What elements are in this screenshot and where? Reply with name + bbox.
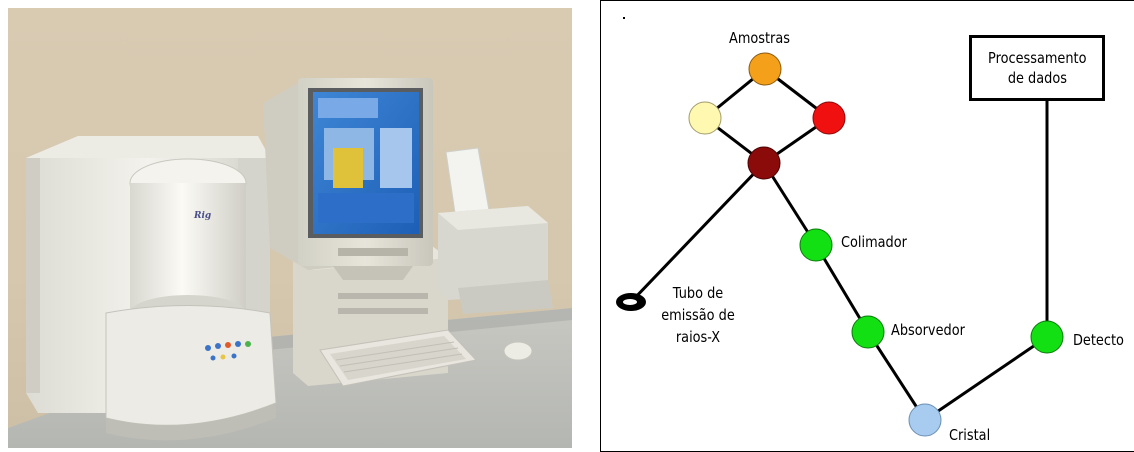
node-cristal (908, 403, 942, 437)
label-amostras: Amostras (729, 29, 790, 47)
label-colimador: Colimador (841, 233, 907, 251)
brand-logo: Rig (193, 211, 211, 221)
label-tubo: Tubo de emissão de raios-X (655, 282, 741, 348)
node-absorvedor (851, 315, 885, 349)
xrf-spectrometer-photo: Rig (8, 8, 572, 448)
keyboard (319, 329, 477, 387)
line-detector (924, 335, 1048, 422)
printer (438, 147, 553, 314)
label-tubo-line3: raios-X (675, 328, 721, 346)
line-crystal (866, 331, 927, 421)
spectrometer-unit: Rig (26, 136, 277, 441)
processing-line1: Processamento (987, 49, 1087, 67)
label-tubo-line1: Tubo de (672, 284, 724, 302)
schematic-lines (616, 52, 1064, 437)
processing-line2: de dados (1007, 69, 1067, 87)
label-absorvedor: Absorvedor (891, 321, 965, 339)
speck-dot (623, 17, 625, 19)
processing-box: Processamento de dados (969, 35, 1105, 101)
label-detector: Detecto (1073, 331, 1124, 349)
node-amostra-left (688, 101, 722, 135)
instrument-photo: Rig (8, 8, 572, 448)
crt-monitor (263, 78, 433, 280)
node-colimador (799, 228, 833, 262)
line-tube (629, 161, 766, 304)
label-tubo-line2: emissão de (661, 306, 735, 324)
node-detector (1030, 320, 1064, 354)
line-absorber (814, 244, 870, 333)
label-cristal: Cristal (949, 426, 991, 444)
node-amostra-right (812, 101, 846, 135)
node-amostra-center (747, 146, 781, 180)
xray-tube-icon (616, 293, 646, 311)
node-amostra-top (748, 52, 782, 86)
mouse (503, 341, 533, 361)
xrf-schematic: Amostras Colimador Absorvedor Detecto Cr… (600, 0, 1134, 452)
